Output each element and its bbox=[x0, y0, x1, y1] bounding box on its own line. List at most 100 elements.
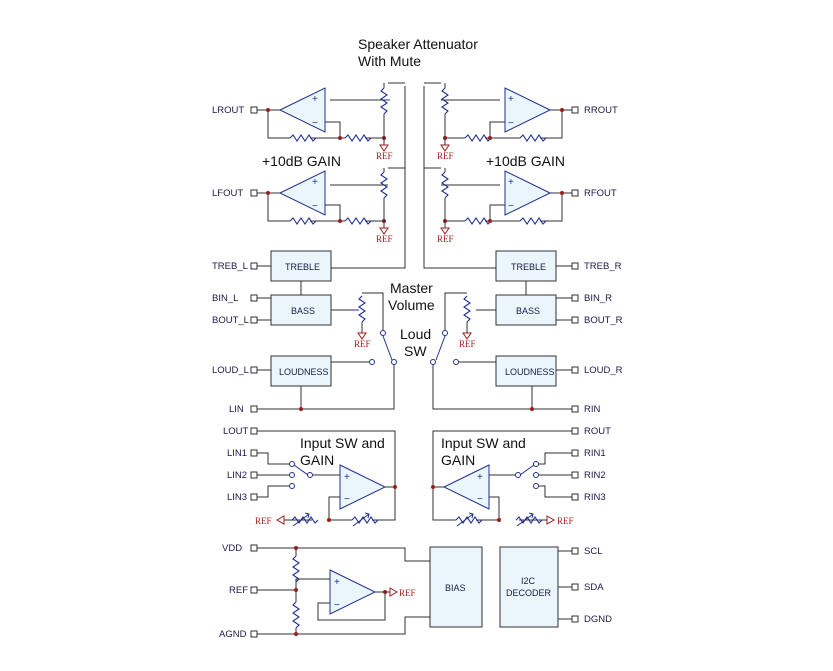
rin2-label: RIN2 bbox=[584, 470, 606, 481]
center-bus-right bbox=[423, 82, 500, 269]
svg-text:+: + bbox=[312, 177, 318, 188]
lin2-pin[interactable] bbox=[250, 471, 258, 479]
tone-section-right: TREB_R TREBLE BIN_R BOUT_R BASS REF LOUD… bbox=[430, 250, 623, 415]
ref-pin-label: REF bbox=[229, 585, 248, 596]
rin-label: RIN bbox=[584, 404, 601, 415]
lout-pin[interactable] bbox=[250, 427, 258, 435]
lin1-label: LIN1 bbox=[227, 448, 247, 459]
ref-pin[interactable] bbox=[250, 586, 258, 594]
lrout-pin[interactable] bbox=[250, 106, 258, 114]
svg-text:−: − bbox=[344, 494, 350, 505]
bout-r-pin[interactable] bbox=[571, 316, 579, 324]
lfout-pin[interactable] bbox=[250, 189, 258, 197]
bias-section: VDD REF AGND + − REF BIAS I2C DECODER SC… bbox=[219, 543, 612, 640]
svg-text:REF: REF bbox=[376, 234, 393, 244]
svg-text:REF: REF bbox=[399, 588, 416, 598]
svg-text:REF: REF bbox=[437, 151, 454, 161]
bias-divider-bottom-resistor bbox=[292, 601, 300, 629]
speaker-attenuator-title-line2: With Mute bbox=[358, 53, 421, 69]
sda-pin[interactable] bbox=[571, 583, 579, 591]
rin-pin[interactable] bbox=[571, 405, 579, 413]
lin2-label: LIN2 bbox=[227, 470, 247, 481]
lin3-pin[interactable] bbox=[250, 493, 258, 501]
ref-buffer-opamp bbox=[329, 569, 377, 615]
bin-l-pin[interactable] bbox=[250, 294, 258, 302]
loud-r-pin[interactable] bbox=[571, 366, 579, 374]
rin2-pin[interactable] bbox=[571, 471, 579, 479]
dgnd-pin[interactable] bbox=[571, 615, 579, 623]
input-sw-right-line2: GAIN bbox=[441, 452, 475, 468]
svg-text:+: + bbox=[312, 94, 318, 105]
lin-label: LIN bbox=[229, 404, 244, 415]
svg-text:LOUDNESS: LOUDNESS bbox=[505, 367, 555, 377]
treble-r-block bbox=[495, 250, 557, 282]
input-sw-right bbox=[519, 464, 535, 476]
svg-text:+: + bbox=[508, 177, 514, 188]
svg-text:REF: REF bbox=[437, 234, 454, 244]
scl-pin[interactable] bbox=[571, 547, 579, 555]
master-volume-r-pot bbox=[463, 295, 471, 323]
treb-r-label: TREB_R bbox=[584, 261, 622, 272]
scl-label: SCL bbox=[584, 546, 602, 557]
svg-text:REF: REF bbox=[557, 516, 574, 526]
loud-sw-left bbox=[382, 335, 393, 361]
rout-pin[interactable] bbox=[571, 427, 579, 435]
lrout-attenuator-pot bbox=[380, 87, 388, 115]
lfout-stage: LFOUT + − REF bbox=[212, 168, 393, 244]
rrout-stage: RROUT + − REF bbox=[437, 83, 618, 161]
input-opamp-right bbox=[442, 464, 490, 510]
input-sw-left bbox=[293, 464, 309, 476]
svg-text:TREBLE: TREBLE bbox=[285, 262, 320, 272]
bout-l-pin[interactable] bbox=[250, 316, 258, 324]
svg-text:−: − bbox=[312, 201, 318, 212]
svg-text:−: − bbox=[508, 201, 514, 212]
gain-right-label: +10dB GAIN bbox=[486, 153, 565, 169]
input-sw-left-line2: GAIN bbox=[300, 452, 334, 468]
treb-l-label: TREB_L bbox=[212, 261, 248, 272]
tone-section-left: TREB_L TREBLE BIN_L BOUT_L BASS REF LOUD… bbox=[212, 250, 397, 415]
bin-l-label: BIN_L bbox=[212, 293, 238, 304]
lrout-label: LROUT bbox=[212, 105, 244, 116]
svg-text:REF: REF bbox=[459, 339, 476, 349]
agnd-pin[interactable] bbox=[250, 630, 258, 638]
rrout-pin[interactable] bbox=[571, 106, 579, 114]
lin1-pin[interactable] bbox=[250, 449, 258, 457]
loudness-l-block bbox=[270, 355, 332, 387]
svg-text:+: + bbox=[334, 577, 340, 588]
treb-l-pin[interactable] bbox=[250, 262, 258, 270]
lin3-label: LIN3 bbox=[227, 492, 247, 503]
svg-text:−: − bbox=[477, 494, 483, 505]
bin-r-label: BIN_R bbox=[584, 293, 612, 304]
master-volume-label-line1: Master bbox=[390, 280, 433, 296]
bout-r-label: BOUT_R bbox=[584, 315, 623, 326]
svg-text:REF: REF bbox=[255, 516, 272, 526]
rrout-opamp bbox=[504, 87, 552, 133]
svg-text:REF: REF bbox=[354, 339, 371, 349]
rfout-stage: RFOUT + − REF bbox=[437, 168, 617, 244]
sda-label: SDA bbox=[584, 582, 604, 593]
rin1-label: RIN1 bbox=[584, 448, 606, 459]
loud-l-pin[interactable] bbox=[250, 366, 258, 374]
svg-text:TREBLE: TREBLE bbox=[511, 262, 546, 272]
input-sw-right-line1: Input SW and bbox=[441, 435, 526, 451]
treb-r-pin[interactable] bbox=[571, 262, 579, 270]
rfout-pin[interactable] bbox=[571, 189, 579, 197]
vdd-pin[interactable] bbox=[250, 544, 258, 552]
gain-left-label: +10dB GAIN bbox=[262, 153, 341, 169]
bout-l-label: BOUT_L bbox=[212, 315, 249, 326]
svg-text:+: + bbox=[477, 472, 483, 483]
svg-text:BASS: BASS bbox=[291, 306, 315, 316]
rin3-pin[interactable] bbox=[571, 493, 579, 501]
svg-text:DECODER: DECODER bbox=[506, 588, 552, 598]
loud-r-label: LOUD_R bbox=[584, 365, 623, 376]
master-volume-l-pot bbox=[358, 295, 366, 323]
bin-r-pin[interactable] bbox=[571, 294, 579, 302]
lin-pin[interactable] bbox=[250, 405, 258, 413]
agnd-label: AGND bbox=[219, 629, 247, 640]
loud-sw-right bbox=[435, 335, 446, 361]
svg-text:−: − bbox=[334, 600, 340, 611]
bass-r-block bbox=[495, 294, 557, 326]
svg-text:−: − bbox=[312, 118, 318, 129]
rin1-pin[interactable] bbox=[571, 449, 579, 457]
